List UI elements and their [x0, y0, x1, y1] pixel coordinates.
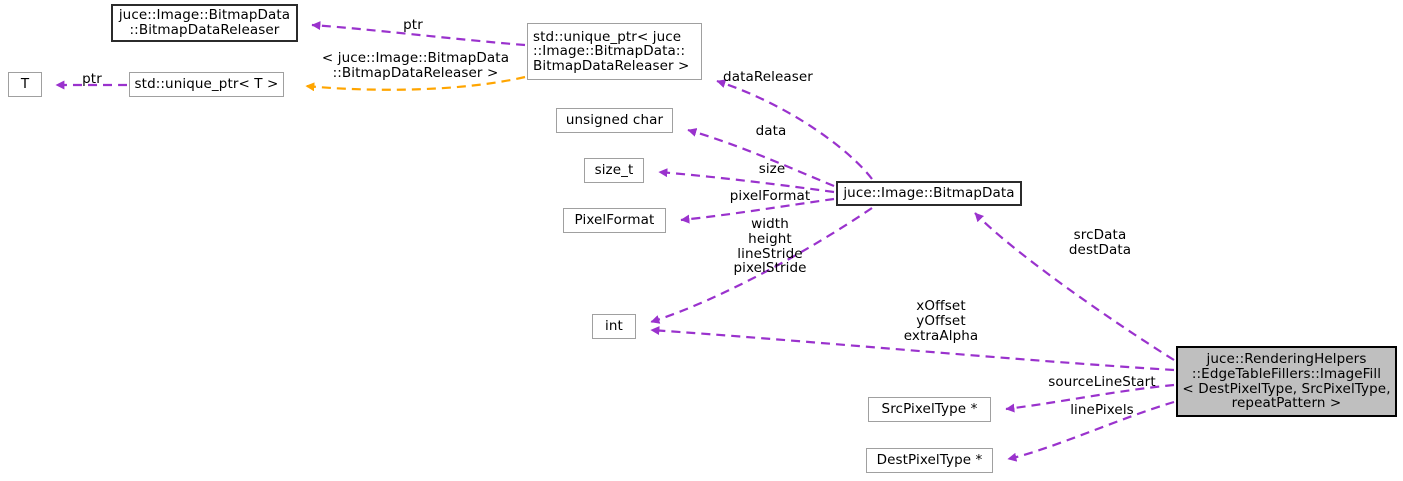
node-t[interactable]: T [8, 72, 42, 97]
edge-label-offsets: xOffset yOffset extraAlpha [903, 298, 979, 344]
edge-label-data-releaser: dataReleaser [723, 69, 813, 85]
node-dest-pixel-type[interactable]: DestPixelType * [866, 448, 993, 473]
edge-label-ptr-top: ptr [403, 17, 423, 33]
node-unique-ptr-releaser[interactable]: std::unique_ptr< juce ::Image::BitmapDat… [527, 23, 702, 80]
node-bitmap-data-releaser[interactable]: juce::Image::BitmapData ::BitmapDataRele… [111, 4, 298, 42]
edge-label-source-line-start: sourceLineStart [1048, 374, 1156, 390]
node-size-t[interactable]: size_t [584, 158, 644, 183]
edge-datareleaser [716, 79, 873, 180]
node-src-pixel-type[interactable]: SrcPixelType * [868, 397, 991, 422]
node-image-fill[interactable]: juce::RenderingHelpers ::EdgeTableFiller… [1176, 346, 1397, 417]
edge-label-int-fields: width height lineStride pixelStride [733, 216, 807, 277]
node-unsigned-char[interactable]: unsigned char [556, 108, 673, 133]
node-bitmap-data[interactable]: juce::Image::BitmapData [836, 181, 1022, 206]
edge-label-ptr-left: ptr [82, 71, 102, 87]
node-pixel-format[interactable]: PixelFormat [563, 208, 666, 233]
node-int[interactable]: int [592, 314, 636, 339]
edge-label-size: size [758, 161, 786, 177]
edge-label-pixel-format: pixelFormat [729, 188, 811, 204]
edge-label-src-dest-data: srcData destData [1068, 227, 1132, 258]
node-unique-ptr-t[interactable]: std::unique_ptr< T > [129, 72, 284, 97]
edge-label-line-pixels: linePixels [1070, 402, 1134, 418]
edge-label-template-args: < juce::Image::BitmapData ::BitmapDataRe… [321, 50, 510, 81]
edge-label-data: data [755, 123, 787, 139]
